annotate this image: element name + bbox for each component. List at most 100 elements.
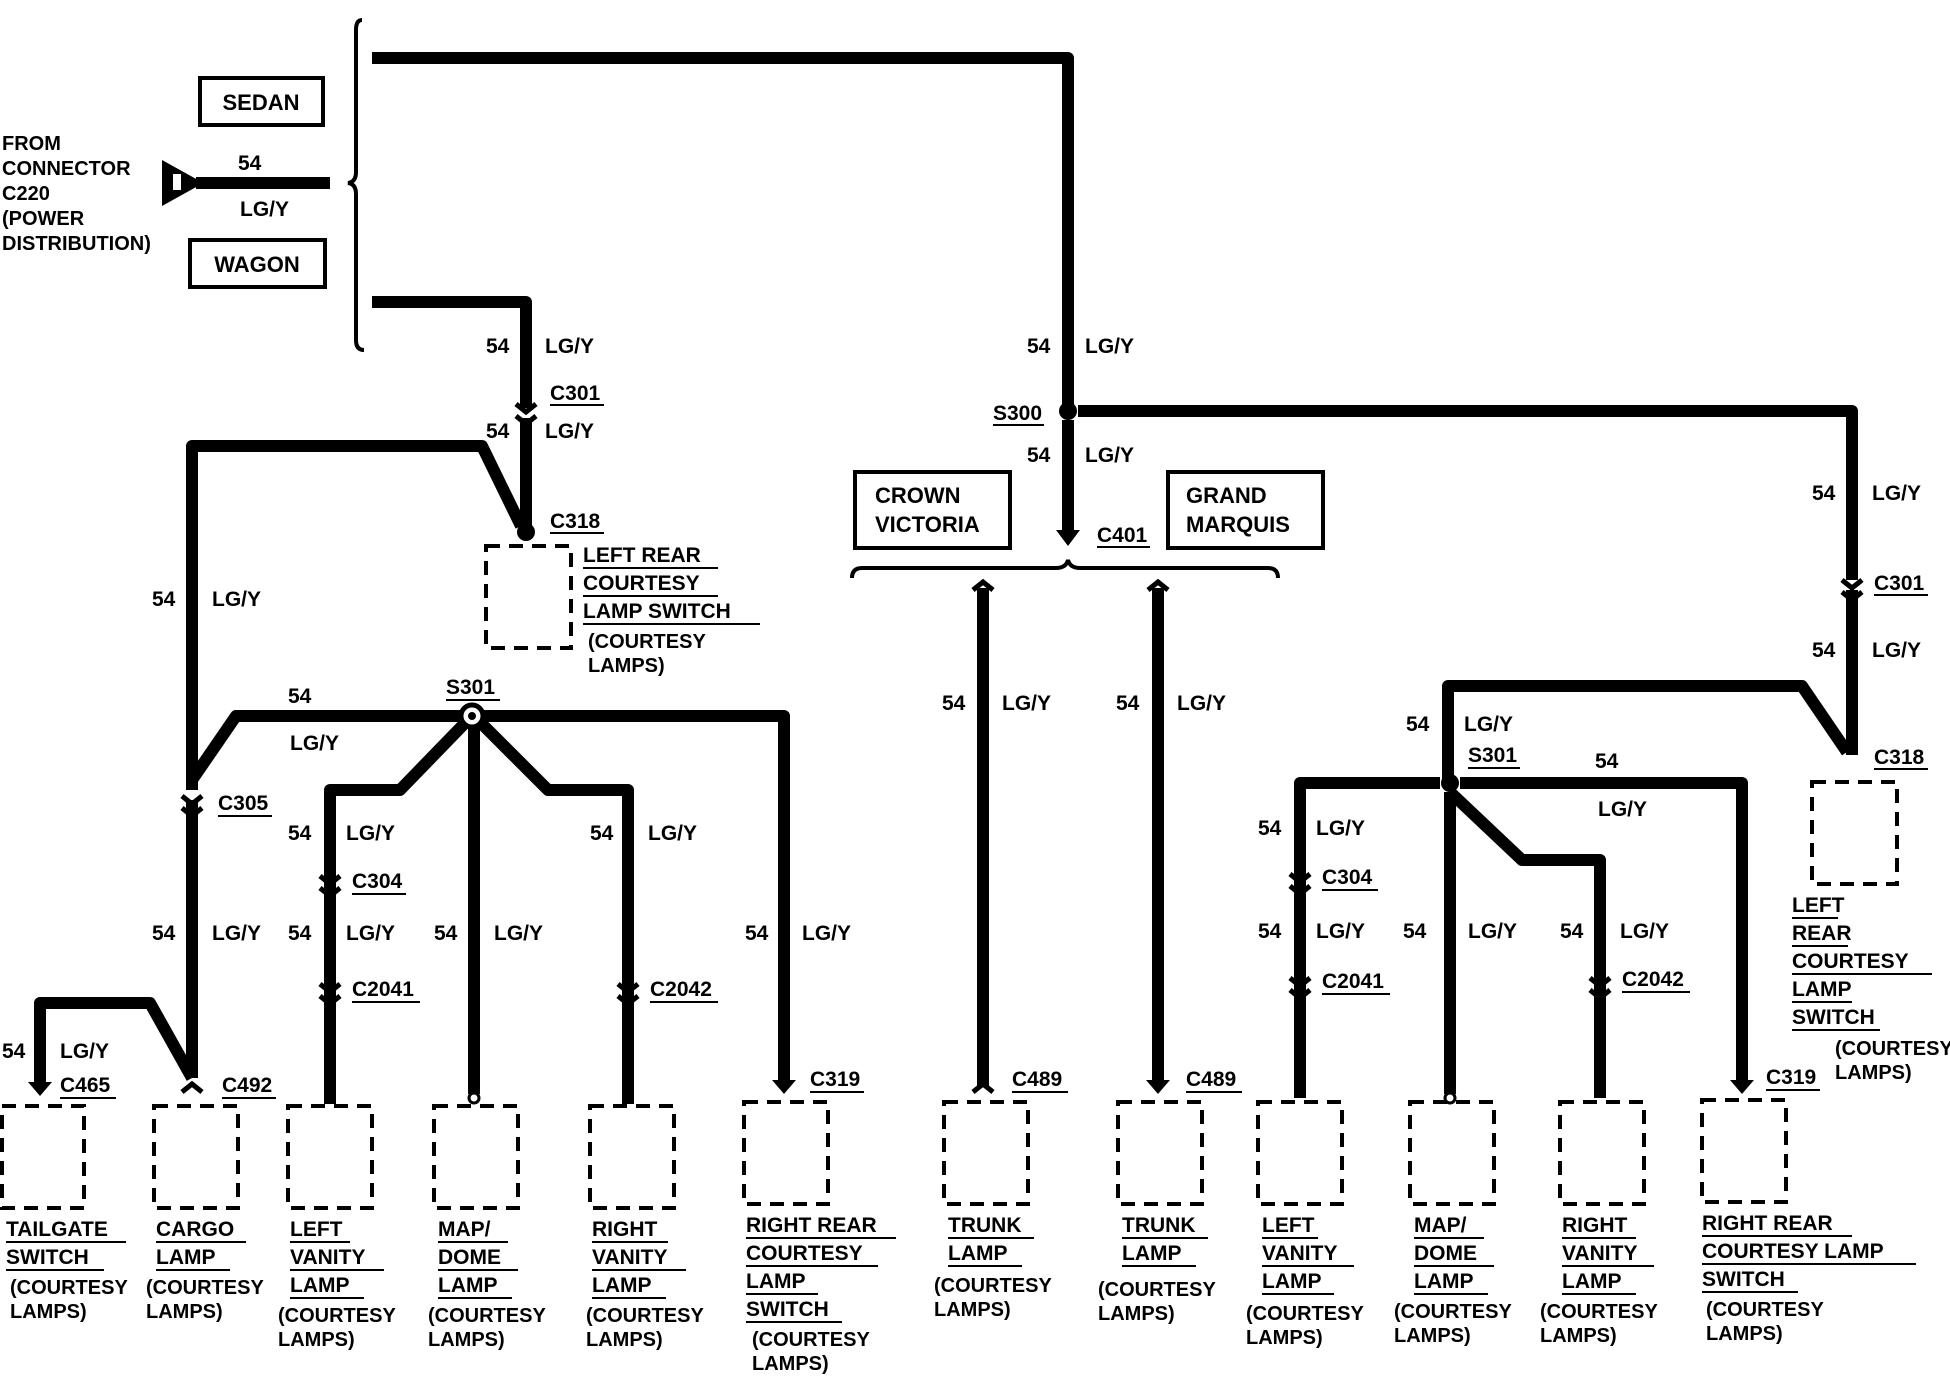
rv-sedan-line-1: RIGHT bbox=[1562, 1214, 1628, 1237]
lr-switch-wagon-line-1: LEFT REAR bbox=[583, 544, 701, 567]
label-lgy: LG/Y bbox=[802, 922, 851, 945]
trunk-gm-line-2: LAMP bbox=[1122, 1242, 1182, 1265]
label-54: 54 bbox=[152, 588, 176, 611]
rr-sedan-line-3: SWITCH bbox=[1702, 1268, 1785, 1291]
courtesy-line-2: LAMPS) bbox=[10, 1301, 87, 1323]
courtesy-line-2: LAMPS) bbox=[1098, 1303, 1175, 1325]
label-54: 54 bbox=[1595, 750, 1619, 773]
lr-switch-sedan-line-5: SWITCH bbox=[1792, 1006, 1875, 1029]
source-line-4: (POWER bbox=[2, 208, 85, 230]
splice-s301-sedan bbox=[1441, 774, 1459, 792]
wire-s301-right-vanity-sedan bbox=[1445, 787, 1606, 1098]
label-54: 54 bbox=[942, 692, 966, 715]
connector-c301: C301 bbox=[1874, 572, 1925, 595]
md-sedan-line-3: LAMP bbox=[1414, 1270, 1474, 1293]
source-line-1: FROM bbox=[2, 133, 61, 155]
trunk-lamp-grand-marquis: TRUNK LAMP (COURTESY LAMPS) bbox=[1098, 1100, 1216, 1325]
label-54: 54 bbox=[288, 922, 312, 945]
label-54: 54 bbox=[1560, 920, 1584, 943]
courtesy-line-1: (COURTESY bbox=[146, 1277, 264, 1299]
label-lgy: LG/Y bbox=[1177, 692, 1226, 715]
connector-c305: C305 bbox=[218, 792, 269, 815]
label-54: 54 bbox=[1258, 920, 1282, 943]
label-lgy: LG/Y bbox=[545, 335, 594, 358]
label-lgy: LG/Y bbox=[545, 420, 594, 443]
label-54: 54 bbox=[1027, 335, 1051, 358]
label-lgy: LG/Y bbox=[648, 822, 697, 845]
wire-wagon-feed bbox=[372, 296, 532, 408]
courtesy-line-1: (COURTESY bbox=[752, 1329, 870, 1351]
left-rear-switch-sedan bbox=[1810, 780, 1899, 886]
connector-c2042: C2042 bbox=[650, 978, 712, 1001]
courtesy-line-1: (COURTESY bbox=[278, 1305, 396, 1327]
splice-s301-label: S301 bbox=[446, 676, 495, 699]
courtesy-line-1: (COURTESY bbox=[934, 1275, 1052, 1297]
rv-wagon-line-1: RIGHT bbox=[592, 1218, 658, 1241]
wire-c305-s301 bbox=[187, 710, 462, 784]
wire-s301-right-rear-wagon bbox=[484, 710, 790, 1080]
wire-c318-c305 bbox=[186, 440, 527, 790]
splice-s300-label: S300 bbox=[993, 402, 1042, 425]
courtesy-line-1: (COURTESY bbox=[586, 1305, 704, 1327]
lv-wagon-line-3: LAMP bbox=[290, 1274, 350, 1297]
md-sedan-line-1: MAP/ bbox=[1414, 1214, 1467, 1237]
rv-sedan-line-2: VANITY bbox=[1562, 1242, 1637, 1265]
courtesy-line-1: (COURTESY bbox=[1246, 1303, 1364, 1325]
label-lgy: LG/Y bbox=[1468, 920, 1517, 943]
trunk-gm-line-1: TRUNK bbox=[1122, 1214, 1196, 1237]
crown-victoria-line-2: VICTORIA bbox=[875, 512, 980, 537]
label-54: 54 bbox=[745, 922, 769, 945]
map-dome-lamp-wagon: MAP/ DOME LAMP (COURTESY LAMPS) bbox=[428, 1104, 546, 1351]
label-54: 54 bbox=[288, 822, 312, 845]
c401-bracket bbox=[850, 559, 1280, 579]
courtesy-line-1: (COURTESY bbox=[1540, 1301, 1658, 1323]
md-wagon-line-3: LAMP bbox=[438, 1274, 498, 1297]
connector-c301: C301 bbox=[550, 382, 601, 405]
md-wagon-line-1: MAP/ bbox=[438, 1218, 491, 1241]
connector-c489: C489 bbox=[1012, 1068, 1062, 1091]
connector-c2041: C2041 bbox=[1322, 970, 1384, 993]
label-lgy: LG/Y bbox=[212, 588, 261, 611]
connector-c2042: C2042 bbox=[1622, 968, 1684, 991]
connector-c318: C318 bbox=[1874, 746, 1925, 769]
rr-wagon-line-2: COURTESY bbox=[746, 1242, 863, 1265]
label-54: 54 bbox=[590, 822, 614, 845]
label-54: 54 bbox=[1403, 920, 1427, 943]
courtesy-line-2: LAMPS) bbox=[934, 1299, 1011, 1321]
label-lgy: LG/Y bbox=[346, 822, 395, 845]
left-vanity-lamp-sedan: LEFT VANITY LAMP (COURTESY LAMPS) bbox=[1246, 1100, 1364, 1349]
label-lgy: LG/Y bbox=[290, 732, 339, 755]
label-lgy: LG/Y bbox=[346, 922, 395, 945]
label-lgy: LG/Y bbox=[1085, 444, 1134, 467]
splice-s300 bbox=[1059, 402, 1077, 420]
rv-wagon-line-3: LAMP bbox=[592, 1274, 652, 1297]
connector-chevrons bbox=[180, 402, 1864, 1094]
label-lgy: LG/Y bbox=[212, 922, 261, 945]
splice-s301-label: S301 bbox=[1468, 744, 1517, 767]
map-dome-lamp-sedan: MAP/ DOME LAMP (COURTESY LAMPS) bbox=[1394, 1100, 1512, 1347]
lr-switch-wagon-line-2: COURTESY bbox=[583, 572, 700, 595]
wagon-label: WAGON bbox=[214, 252, 300, 277]
courtesy-line-2: LAMPS) bbox=[278, 1329, 355, 1351]
connector-c401: C401 bbox=[1097, 524, 1148, 547]
label-54: 54 bbox=[486, 335, 510, 358]
connector-c319: C319 bbox=[1766, 1066, 1816, 1089]
connector-c2041: C2041 bbox=[352, 978, 414, 1001]
right-vanity-lamp-sedan: RIGHT VANITY LAMP (COURTESY LAMPS) bbox=[1540, 1100, 1658, 1347]
lr-switch-sedan-line-2: REAR bbox=[1792, 922, 1852, 945]
label-54: 54 bbox=[1812, 639, 1836, 662]
courtesy-line-1: (COURTESY bbox=[1835, 1038, 1950, 1060]
label-lgy: LG/Y bbox=[1316, 817, 1365, 840]
wire-sedan-feed bbox=[372, 52, 1074, 410]
courtesy-line-1: (COURTESY bbox=[10, 1277, 128, 1299]
trunk-lamp-crown-victoria: TRUNK LAMP (COURTESY LAMPS) bbox=[934, 1100, 1052, 1321]
rr-wagon-line-1: RIGHT REAR bbox=[746, 1214, 877, 1237]
rr-sedan-line-1: RIGHT REAR bbox=[1702, 1212, 1833, 1235]
crown-victoria-line-1: CROWN bbox=[875, 483, 961, 508]
cargo-line-2: LAMP bbox=[156, 1246, 216, 1269]
wire-s301-right-vanity-wagon bbox=[477, 719, 634, 1104]
label-lgy: LG/Y bbox=[1620, 920, 1669, 943]
rr-sedan-line-2: COURTESY LAMP bbox=[1702, 1240, 1884, 1263]
crown-victoria-box bbox=[853, 470, 1012, 550]
